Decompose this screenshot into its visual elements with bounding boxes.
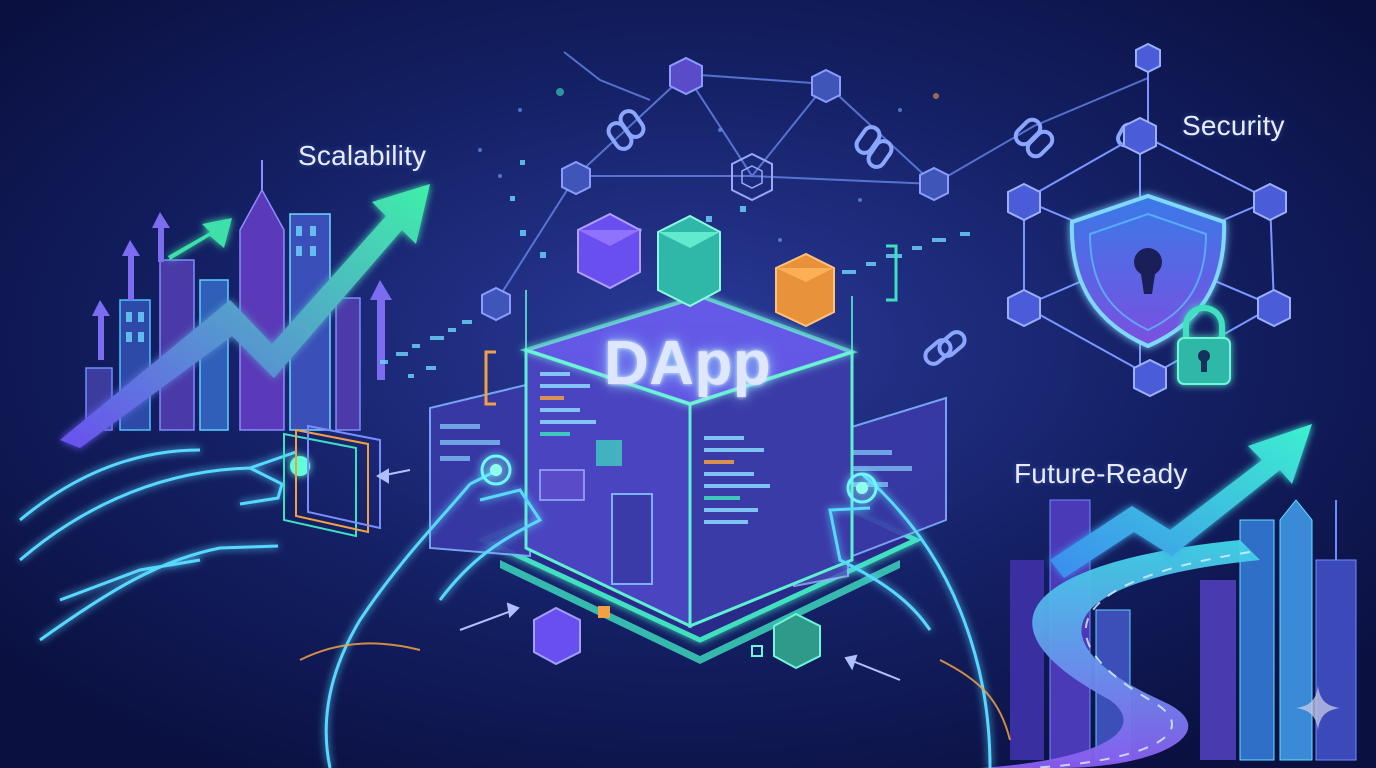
padlock-icon	[1177, 305, 1231, 385]
road-icon	[980, 540, 1260, 768]
bracket-right	[886, 244, 898, 302]
floating-cubes	[533, 212, 835, 670]
chain-link-icon	[606, 109, 1138, 366]
security-label: Security	[1182, 110, 1285, 141]
energy-streaks	[299, 642, 1011, 741]
trend-arrow-icon	[60, 184, 430, 448]
small-up-arrows	[92, 212, 392, 380]
dapp-cube	[519, 290, 859, 629]
sparkle-icon	[1296, 686, 1340, 730]
security-nodes	[1007, 42, 1291, 398]
keyhole-icon	[1134, 248, 1162, 294]
bracket-left	[484, 350, 496, 406]
center-title: DApp	[604, 329, 772, 398]
future-ready-label: Future-Ready	[1014, 458, 1188, 489]
trend-arrow-icon-right	[1050, 424, 1312, 578]
particles	[478, 88, 939, 242]
small-arrows	[376, 468, 901, 681]
cube-icon	[481, 56, 949, 322]
data-streams	[380, 160, 970, 378]
layered-panels	[283, 424, 381, 538]
scalability-label: Scalability	[298, 140, 427, 171]
